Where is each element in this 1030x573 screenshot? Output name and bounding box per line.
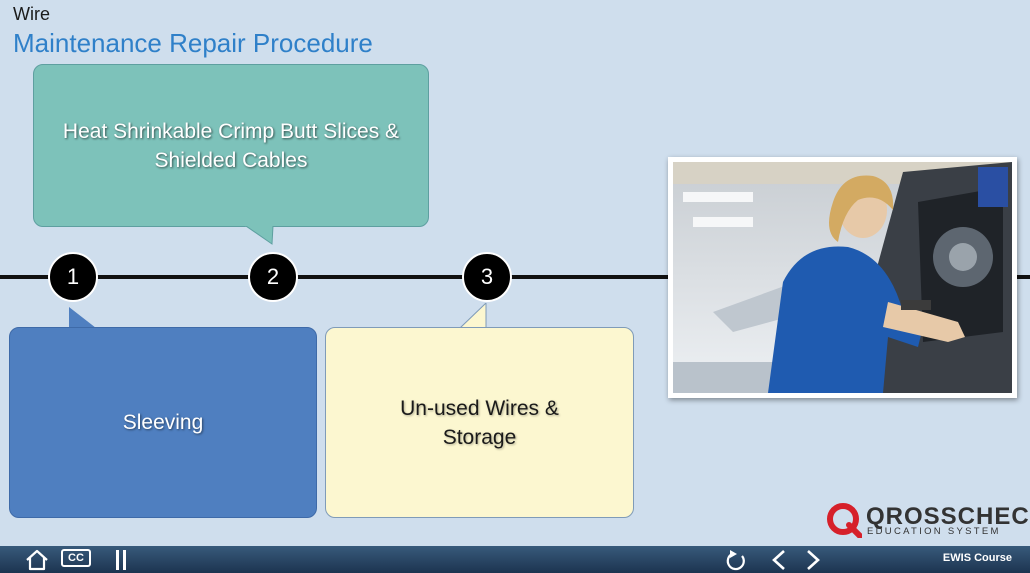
callout-unused-line1: Un-used Wires & (400, 396, 559, 420)
callout-heat-shrink-line1: Heat Shrinkable Crimp Butt Slices & (62, 119, 400, 143)
callout-sleeving-tail (69, 307, 96, 328)
timeline-marker-1[interactable]: 1 (48, 252, 98, 302)
slide-subject: Wire (13, 4, 50, 24)
chevron-left-icon[interactable] (766, 548, 792, 572)
timeline-marker-3[interactable]: 3 (462, 252, 512, 302)
chevron-right-icon[interactable] (800, 548, 826, 572)
pause-icon[interactable] (113, 548, 129, 572)
callout-heat-shrink: Heat Shrinkable Crimp Butt Slices & Shie… (33, 64, 429, 227)
slide: Wire Maintenance Repair Procedure Heat S… (0, 4, 1030, 540)
logo-tagline: EDUCATION SYSTEM (867, 526, 1001, 537)
callout-unused-tail (460, 303, 487, 329)
replay-icon[interactable] (723, 548, 749, 572)
callout-unused-wires: Un-used Wires & Storage (325, 327, 634, 518)
slide-title: Maintenance Repair Procedure (13, 28, 373, 58)
qrosscheck-logo: QROSSCHECK EDUCATION SYSTEM (826, 500, 1030, 540)
closed-captions-button[interactable]: CC (61, 549, 91, 567)
course-label: EWIS Course (942, 552, 1012, 564)
callout-sleeving: Sleeving (9, 327, 317, 518)
technician-photo-image (673, 162, 1012, 393)
technician-photo (668, 157, 1017, 398)
callout-heat-shrink-tail (245, 226, 274, 245)
qrosscheck-logo-icon (827, 503, 862, 538)
callout-unused-line2: Storage (442, 425, 517, 449)
timeline-line (0, 275, 1030, 279)
timeline-marker-2[interactable]: 2 (248, 252, 298, 302)
logo-name: QROSSCHECK (866, 503, 1030, 530)
player-control-bar: CC EWIS Course (0, 546, 1030, 573)
callout-heat-shrink-line2: Shielded Cables (154, 148, 308, 172)
closed-captions-label: CC (68, 552, 84, 564)
home-icon[interactable] (24, 548, 50, 572)
